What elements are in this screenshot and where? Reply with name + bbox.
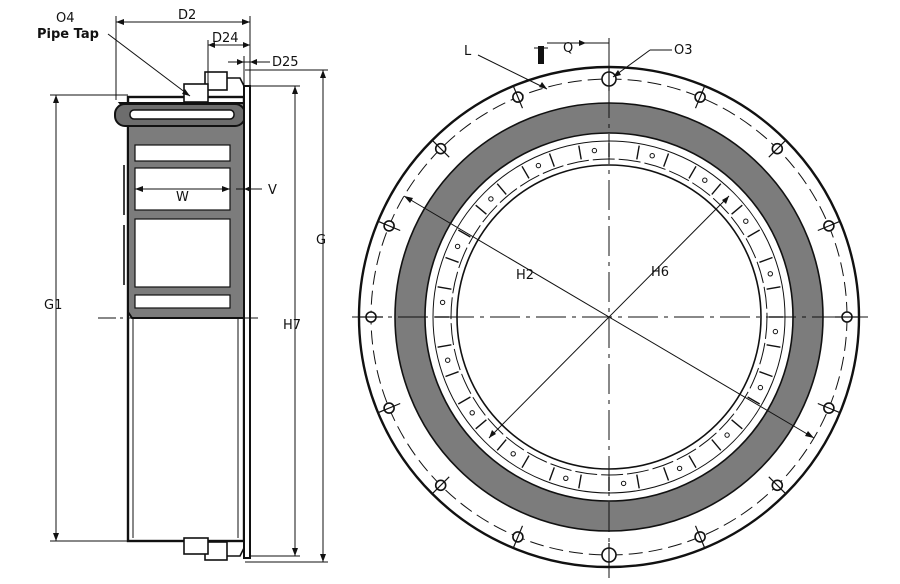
shoe-divider — [731, 204, 743, 215]
bottom-fitting-body — [183, 537, 209, 555]
shoe-divider — [663, 153, 670, 167]
label-o4: O4 — [56, 11, 75, 26]
shoe-divider — [663, 467, 670, 481]
label-d2: D2 — [178, 8, 196, 23]
shoe-pin — [649, 153, 655, 159]
bolt-tick — [694, 525, 706, 549]
shoe-pin — [724, 432, 730, 438]
shoe-divider — [475, 204, 487, 215]
shoe-pin — [439, 299, 446, 306]
side-view — [50, 16, 328, 563]
label-h7: H7 — [283, 318, 301, 333]
shoe-divider — [747, 396, 761, 405]
shoe-divider — [731, 419, 743, 430]
front-view — [352, 38, 868, 580]
shoe-divider — [496, 183, 507, 195]
shoe-divider — [475, 419, 487, 430]
top-fitting-block — [204, 71, 228, 91]
shoe-divider — [578, 145, 582, 160]
label-w: W — [176, 190, 189, 205]
shoe-pin — [767, 271, 773, 277]
shoe-divider — [445, 371, 459, 378]
shoe-pin — [469, 410, 475, 416]
shoe-divider — [437, 344, 452, 348]
shoe-pin — [488, 196, 494, 202]
shoe-divider — [636, 145, 640, 160]
bolt-tick — [768, 139, 787, 158]
bolt-tick — [768, 476, 787, 495]
shoe-pin — [563, 475, 569, 481]
front-shoe-marks — [435, 143, 783, 491]
label-v: V — [268, 183, 277, 198]
label-h6: H6 — [651, 265, 669, 280]
shoe-divider — [711, 183, 722, 195]
label-d25: D25 — [272, 55, 299, 70]
label-d24: D24 — [212, 31, 239, 46]
bolt-tick — [431, 139, 450, 158]
shoe-divider — [711, 439, 722, 451]
bolt-tick — [377, 402, 401, 414]
bolt-tick — [431, 476, 450, 495]
shoe-pin — [445, 357, 451, 363]
shoe-divider — [688, 165, 697, 179]
shoe-pin — [535, 162, 542, 169]
shoe-divider — [636, 474, 640, 489]
label-o3: O3 — [674, 43, 693, 58]
shoe-divider — [437, 286, 452, 290]
shoe-divider — [578, 474, 582, 489]
label-g: G — [316, 233, 326, 248]
side-tube-inner — [129, 109, 235, 120]
shoe-divider — [759, 256, 773, 263]
shoe-pin — [702, 177, 708, 183]
label-pipe-tap: Pipe Tap — [37, 27, 99, 42]
label-q: Q — [563, 41, 573, 56]
shoe-pin — [454, 243, 461, 250]
bolt-tick — [817, 402, 841, 414]
shoe-pin — [743, 218, 749, 224]
shoe-divider — [445, 256, 459, 263]
shoe-pin — [676, 465, 683, 472]
shoe-divider — [747, 229, 761, 238]
shoe-divider — [766, 286, 781, 290]
label-g1: G1 — [44, 298, 62, 313]
shoe-pin — [772, 328, 779, 335]
shoe-pin — [620, 480, 627, 487]
shoe-divider — [548, 153, 555, 167]
shoe-divider — [457, 229, 471, 238]
bolt-tick — [817, 220, 841, 232]
side-window-1 — [134, 144, 231, 162]
q-key-mark — [538, 46, 544, 64]
shoe-divider — [688, 455, 697, 469]
shoe-divider — [496, 439, 507, 451]
shoe-divider — [521, 455, 530, 469]
label-h2: H2 — [516, 268, 534, 283]
side-flange — [243, 85, 251, 559]
shoe-pin — [510, 451, 516, 457]
shoe-pin — [757, 384, 764, 391]
shoe-pin — [591, 147, 598, 154]
shoe-divider — [548, 467, 555, 481]
bolt-tick — [512, 525, 524, 549]
bolt-tick — [694, 85, 706, 109]
bolt-tick — [512, 85, 524, 109]
shoe-divider — [759, 371, 773, 378]
side-window-4 — [134, 294, 231, 309]
bolt-tick — [377, 220, 401, 232]
shoe-divider — [766, 344, 781, 348]
label-l: L — [464, 44, 472, 59]
shoe-divider — [457, 396, 471, 405]
side-window-3 — [134, 218, 231, 288]
dim-h6-line — [488, 195, 730, 439]
shoe-divider — [521, 165, 530, 179]
